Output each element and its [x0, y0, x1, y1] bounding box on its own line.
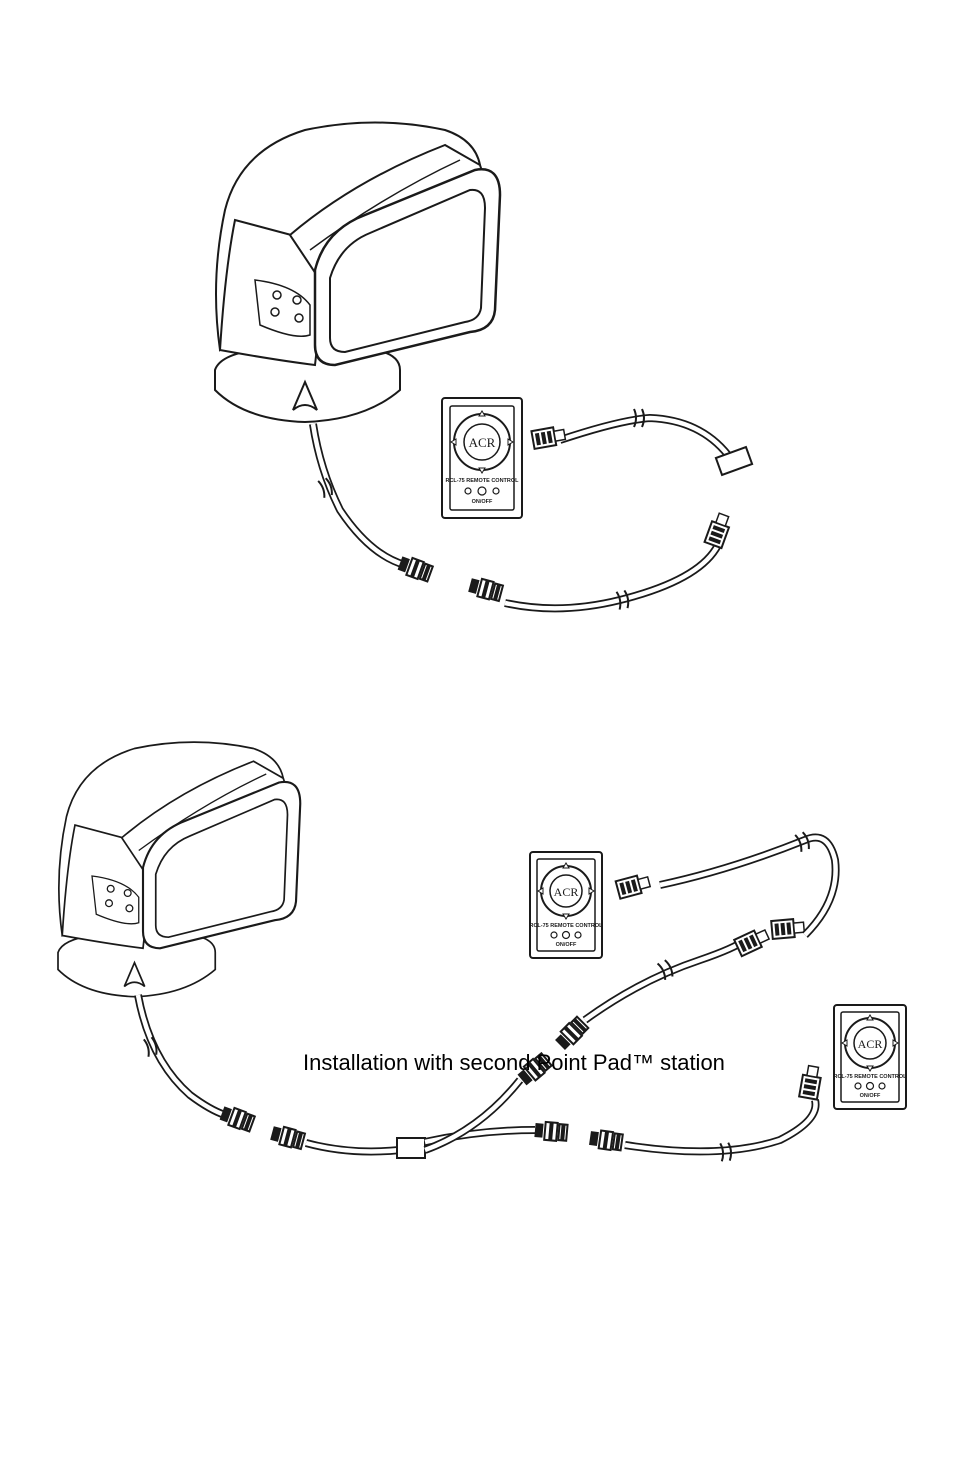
round-connector-left [395, 553, 435, 584]
pad-connector [614, 872, 653, 900]
remote-brand: ACR [858, 1037, 883, 1051]
figure-caption: Installation with second Point Pad™ stat… [303, 1050, 725, 1075]
loose-plug [714, 445, 754, 477]
remote-power-label: ON/OFF [860, 1093, 881, 1099]
bottom-diagram: ACR RCL-75 REMOTE CONTROL ON/OFF ACR RCL… [56, 741, 907, 1163]
round-connector [533, 1120, 569, 1143]
round-connector-right [466, 575, 505, 603]
remote-brand: ACR [554, 885, 579, 899]
remote-brand: ACR [469, 435, 496, 450]
molex-connector [733, 925, 772, 958]
remote-pad-right: ACR RCL-75 REMOTE CONTROL ON/OFF [833, 1004, 907, 1110]
molex-connector [703, 510, 734, 550]
pad-connector [530, 424, 568, 450]
molex-connector [770, 917, 806, 940]
round-connector [268, 1123, 307, 1151]
remote-model-label: RCL-75 REMOTE CONTROL [833, 1074, 907, 1080]
remote-pad-second: ACR RCL-75 REMOTE CONTROL ON/OFF [529, 851, 603, 959]
round-connector [552, 1015, 590, 1053]
remote-model-label: RCL-75 REMOTE CONTROL [445, 478, 519, 484]
searchlight-bottom [56, 741, 302, 998]
remote-power-label: ON/OFF [472, 499, 493, 505]
top-diagram: ACR RCL-75 REMOTE CONTROL ON/OFF [213, 121, 754, 613]
remote-model-label: RCL-75 REMOTE CONTROL [529, 923, 603, 929]
remote-power-label: ON/OFF [556, 942, 577, 948]
round-connector [587, 1128, 624, 1153]
molex-connector [798, 1063, 824, 1101]
y-splitter [396, 1137, 426, 1159]
searchlight-top [213, 121, 502, 424]
remote-pad-top: ACR RCL-75 REMOTE CONTROL ON/OFF [441, 397, 523, 519]
round-connector [217, 1103, 257, 1134]
